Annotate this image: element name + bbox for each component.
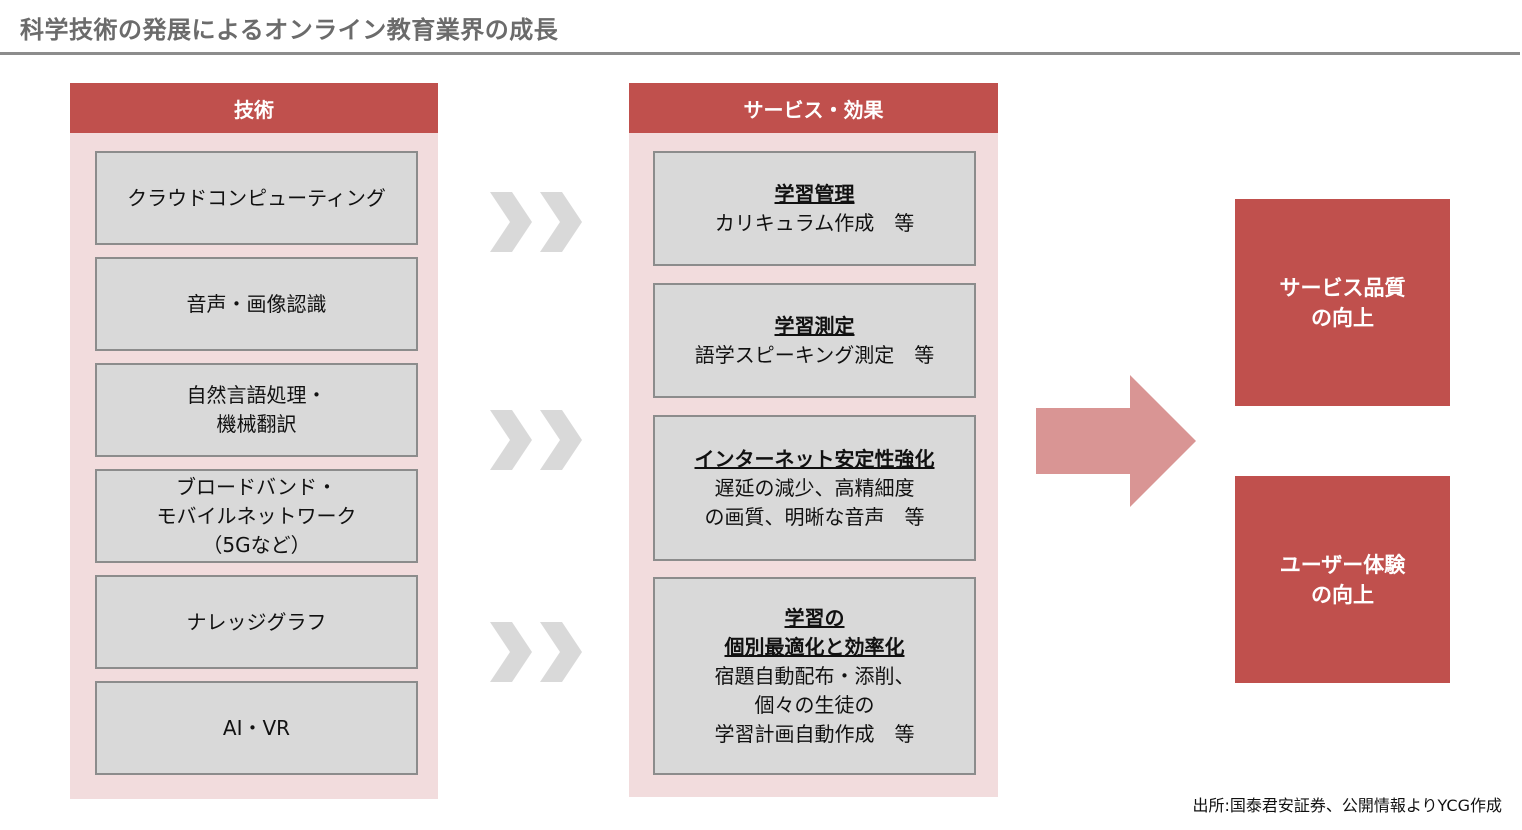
arrow-right-icon: [1036, 375, 1196, 507]
service-item-detail: 宿題自動配布・添削、 個々の生徒の 学習計画自動作成 等: [714, 663, 915, 746]
result-service-quality: サービス品質 の向上: [1235, 199, 1450, 406]
services-header: サービス・効果: [629, 83, 998, 133]
title-rule: [0, 52, 1520, 55]
service-item-learning-measurement: 学習測定 語学スピーキング測定 等: [653, 283, 976, 398]
chevron-icon-bottom: [490, 622, 582, 682]
technology-header: 技術: [70, 83, 438, 133]
service-item-title: インターネット安定性強化: [694, 446, 935, 471]
tech-item-knowledge-graph: ナレッジグラフ: [95, 575, 418, 669]
tech-item-recognition: 音声・画像認識: [95, 257, 418, 351]
service-item-title: 学習管理: [774, 181, 855, 206]
tech-item-ai-vr: AI・VR: [95, 681, 418, 775]
technology-panel: 技術 クラウドコンピューティング 音声・画像認識 自然言語処理・ 機械翻訳 ブロ…: [70, 83, 438, 799]
service-item-detail: 語学スピーキング測定 等: [694, 342, 935, 367]
tech-item-network: ブロードバンド・ モバイルネットワーク （5Gなど）: [95, 469, 418, 563]
services-panel: サービス・効果 学習管理 カリキュラム作成 等 学習測定 語学スピーキング測定 …: [629, 83, 998, 797]
service-item-title: 学習測定: [774, 313, 855, 338]
tech-item-nlp: 自然言語処理・ 機械翻訳: [95, 363, 418, 457]
service-item-learning-management: 学習管理 カリキュラム作成 等: [653, 151, 976, 266]
chevron-icon-middle: [490, 410, 582, 470]
result-user-experience: ユーザー体験 の向上: [1235, 476, 1450, 683]
service-item-detail: カリキュラム作成 等: [714, 210, 915, 235]
tech-item-cloud: クラウドコンピューティング: [95, 151, 418, 245]
service-item-internet-stability: インターネット安定性強化 遅延の減少、高精細度 の画質、明晰な音声 等: [653, 415, 976, 561]
page-title: 科学技術の発展によるオンライン教育業界の成長: [20, 16, 559, 44]
chevron-icon-top: [490, 192, 582, 252]
service-item-detail: 遅延の減少、高精細度 の画質、明晰な音声 等: [704, 475, 925, 529]
service-item-personalization: 学習の 個別最適化と効率化 宿題自動配布・添削、 個々の生徒の 学習計画自動作成…: [653, 577, 976, 775]
service-item-title: 学習の 個別最適化と効率化: [724, 605, 905, 659]
source-note: 出所:国泰君安証券、公開情報よりYCG作成: [1192, 796, 1502, 815]
